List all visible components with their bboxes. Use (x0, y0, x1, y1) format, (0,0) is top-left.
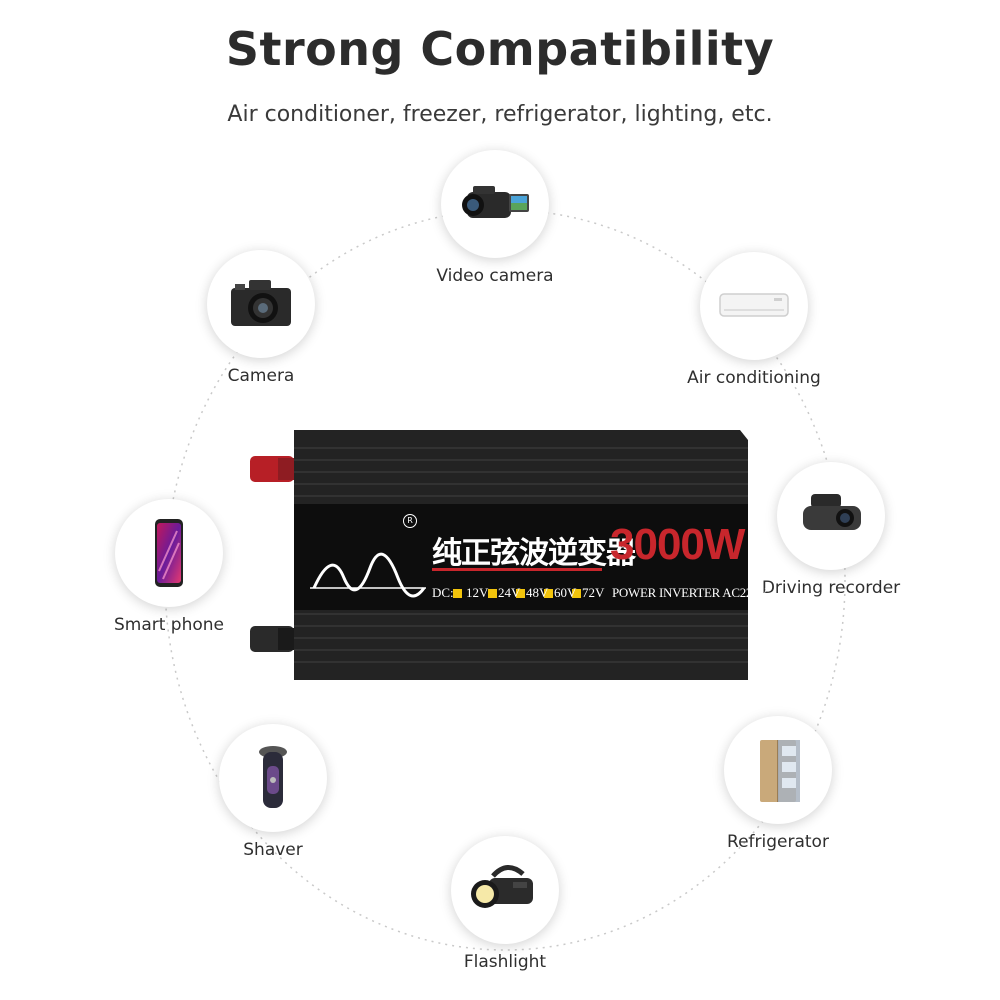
camera-icon (207, 250, 315, 358)
device-flashlight: Flashlight (405, 836, 605, 972)
positive-terminal (250, 456, 298, 482)
device-label: Smart phone (113, 615, 225, 635)
device-video-camera: Video camera (395, 150, 595, 286)
air-conditioner-icon (700, 252, 808, 360)
page-title: Strong Compatibility (225, 22, 775, 76)
voltage-48v: 48V (526, 585, 549, 600)
device-smart-phone: Smart phone (69, 499, 269, 635)
voltage-24v: 24V (498, 585, 521, 600)
voltage-12v: 12V (466, 585, 489, 600)
device-label: Refrigerator (727, 832, 829, 852)
device-label: Camera (227, 366, 295, 386)
device-shaver: Shaver (173, 724, 373, 860)
negative-terminal (250, 626, 298, 652)
page-subtitle: Air conditioner, freezer, refrigerator, … (227, 102, 773, 127)
device-air-conditioning: Air conditioning (654, 252, 854, 388)
voltage-60v: 60V (554, 585, 577, 600)
refrigerator-icon (724, 716, 832, 824)
device-label: Air conditioning (687, 368, 821, 388)
dc-voltages: DC: 12V 24V 48V 60V 72V (432, 585, 604, 601)
dc-prefix: DC: (432, 585, 454, 600)
registered-mark: R (403, 514, 417, 528)
chinese-product-name: 纯正弦波逆变器 (432, 536, 636, 571)
device-refrigerator: Refrigerator (678, 716, 878, 852)
device-label: Driving recorder (761, 578, 901, 598)
smartphone-icon (115, 499, 223, 607)
device-label: Video camera (436, 266, 554, 286)
device-label: Shaver (243, 840, 303, 860)
shaver-icon (219, 724, 327, 832)
device-driving-recorder: Driving recorder (731, 462, 931, 598)
device-label: Flashlight (463, 952, 547, 972)
flashlight-icon (451, 836, 559, 944)
device-camera: Camera (161, 250, 361, 386)
video-camera-icon (441, 150, 549, 258)
model-text: POWER INVERTER AC220V (612, 585, 768, 600)
power-rating: 3000W (610, 520, 745, 569)
voltage-72v: 72V (582, 585, 605, 600)
power-inverter: R 纯正弦波逆变器 3000W DC: 12V 24V 48V 60V 72V … (248, 428, 768, 690)
dashcam-icon (777, 462, 885, 570)
